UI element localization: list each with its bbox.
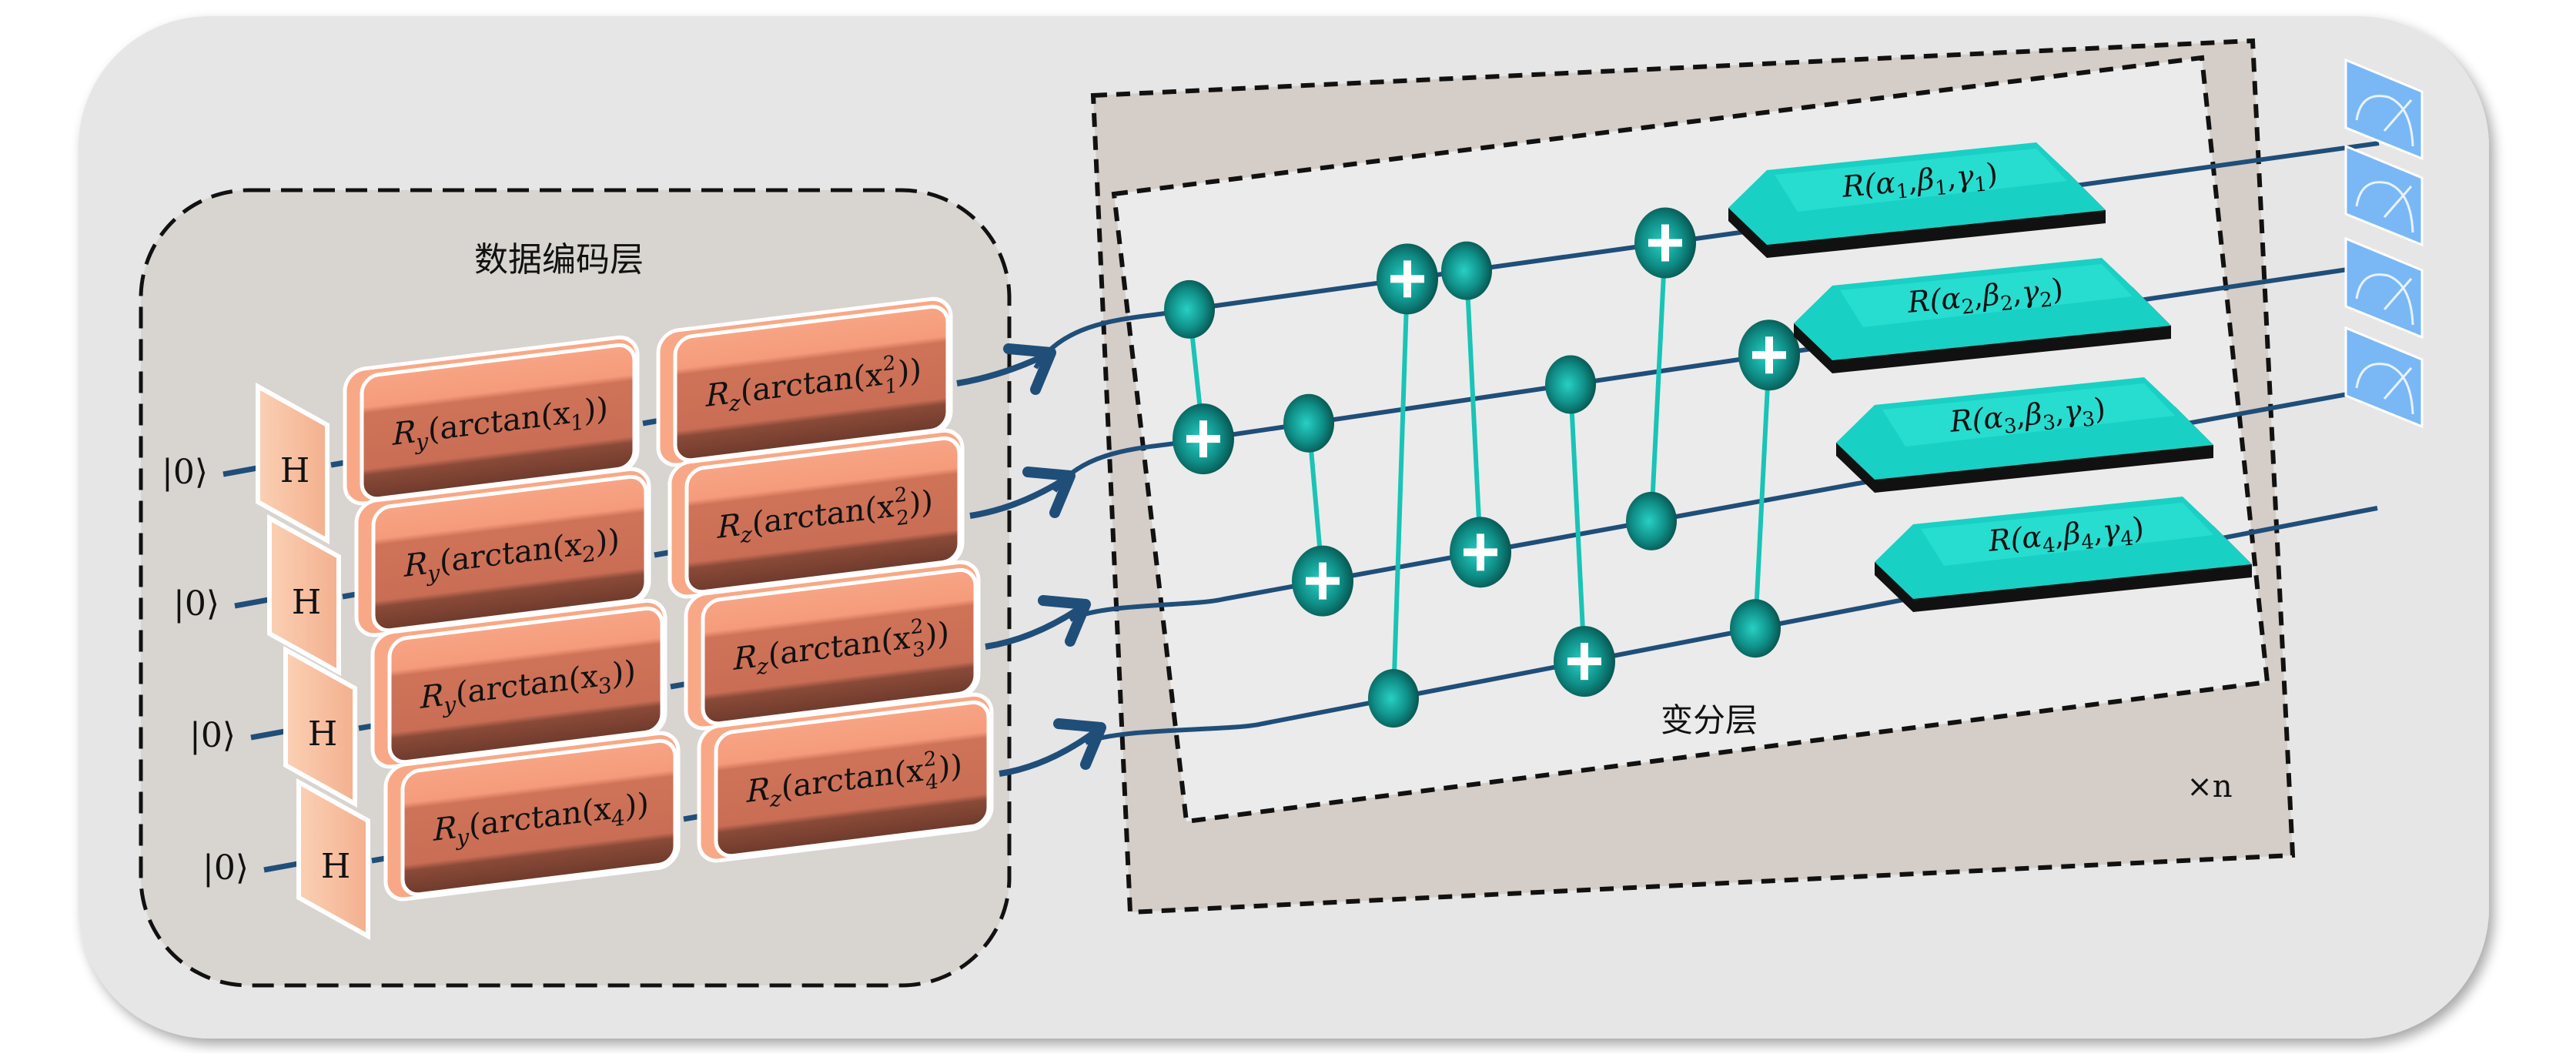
cnot-connector (1464, 270, 1483, 553)
rotation-gate: R(α4,β4,γ4) (1875, 497, 2252, 612)
encoding-row: |0⟩ H Ry(arctan(x4))Rz(arctan(x24)) (202, 692, 994, 941)
measurement-meter (2344, 144, 2424, 247)
encoding-row: |0⟩ H Ry(arctan(x3)) Rz(arctan(x23)) (189, 560, 981, 808)
encoding-row: |0⟩HRy(arctan(x2))Rz(arctan(x22)) (173, 428, 965, 677)
rotation-gate-top (1840, 264, 2133, 327)
hadamard-label: H (321, 847, 350, 886)
cnot-gate (1368, 243, 1438, 728)
control-dot (1730, 599, 1781, 658)
rotation-gate-label: R(α2,β2,γ2) (1905, 272, 2065, 324)
rz-gate: Rz(arctan(x21)) (656, 296, 953, 467)
ry-gate-face (387, 606, 664, 764)
meter-panel (2344, 326, 2424, 429)
measurement-meter-icon (2355, 273, 2414, 326)
cnot-gate (1730, 319, 1800, 658)
cnot-connector (1568, 384, 1587, 662)
meter-panel (2344, 58, 2424, 161)
measurement-meters (2344, 58, 2424, 429)
encoding-layer-title: 数据编码层 (474, 240, 644, 279)
meter-needle (2383, 367, 2413, 400)
meter-panel (2344, 144, 2424, 247)
repeat-label: ×n (2186, 769, 2232, 804)
hadamard-gate (267, 513, 341, 677)
cnot-connector (1391, 279, 1410, 699)
hadamard-label: H (292, 583, 321, 622)
rotation-gate-label: R(α1,β1,γ1) (1840, 156, 1999, 209)
cnot-connector (1649, 243, 1668, 522)
hadamard-label: H (280, 451, 309, 490)
transfer-arrow (956, 350, 1052, 386)
transfer-arrow (999, 724, 1103, 777)
control-dot (1283, 393, 1334, 453)
ry-gate: Ry(arctan(x2)) (354, 467, 651, 637)
measurement-meter-icon (2355, 95, 2414, 147)
rz-gate-face (701, 567, 978, 726)
rz-gate-face (714, 700, 991, 858)
measurement-meter-icon (2355, 181, 2414, 233)
measurement-meter (2344, 236, 2424, 340)
transfer-arrow (985, 601, 1088, 650)
control-dot (1164, 279, 1215, 339)
cnot-gate (1164, 279, 1234, 475)
cnot-connector (1753, 355, 1771, 629)
input-state-label: |0⟩ (202, 848, 249, 888)
meter-needle (2383, 99, 2413, 132)
input-state-label: |0⟩ (173, 584, 219, 624)
rotation-gate: R(α3,β3,γ3) (1836, 377, 2213, 493)
control-dot (1626, 491, 1677, 550)
input-state-label: |0⟩ (162, 453, 208, 492)
cnot-gate (1626, 207, 1696, 550)
ry-gate-face (400, 738, 677, 897)
rotation-gate-top (1775, 149, 2067, 212)
transfer-arrow (969, 473, 1072, 519)
rz-gate: Rz(arctan(x24)) (697, 692, 994, 863)
encoding-row: |0⟩ H Ry(arctan(x1))Rz(arctan(x21)) (162, 296, 953, 545)
rotation-gate-top (1882, 383, 2175, 447)
cnot-gate (1283, 393, 1353, 617)
ry-gate: Ry(arctan(x3)) (370, 598, 667, 769)
hadamard-gate (283, 645, 357, 808)
rotation-gate: R(α2,β2,γ2) (1794, 258, 2171, 373)
rotation-gate-label: R(α3,β3,γ3) (1948, 391, 2107, 443)
cnot-gates (1164, 207, 1800, 728)
rotation-gate: R(α1,β1,γ1) (1728, 142, 2106, 258)
cnot-gate (1441, 241, 1511, 588)
meter-needle (2383, 186, 2413, 218)
measurement-meter-icon (2355, 363, 2414, 415)
variational-layer-title: 变分层 (1661, 701, 1758, 739)
hadamard-gate (256, 382, 330, 545)
arrow-head-icon (1022, 467, 1076, 518)
hadamard-label: H (308, 714, 337, 754)
rz-gate-face (684, 436, 962, 594)
cnot-gate (1545, 355, 1615, 697)
ry-gate-label: Ry(arctan(x3)) (420, 654, 636, 721)
ry-gate: Ry(arctan(x4)) (383, 731, 681, 901)
rotation-gate-top (1921, 503, 2213, 566)
meter-needle (2383, 278, 2413, 310)
control-dot (1545, 355, 1596, 414)
measurement-meter (2344, 58, 2424, 161)
measurement-meter (2344, 326, 2424, 429)
ry-gate: Ry(arctan(x1)) (343, 335, 640, 506)
encoding-gates: |0⟩ H Ry(arctan(x1))Rz(arctan(x21)) |0⟩ H Ry(… (162, 296, 994, 941)
input-state-label: |0⟩ (189, 716, 236, 755)
control-dot (1368, 669, 1419, 728)
arrow-head-icon (1053, 718, 1106, 770)
arrow-head-icon (1038, 595, 1091, 647)
arrow-head-icon (1003, 343, 1056, 395)
rotation-gate-label: R(α4,β4,γ4) (1986, 510, 2146, 563)
rz-gate: Rz(arctan(x23)) (684, 560, 981, 731)
transfer-arrows (956, 343, 1106, 777)
hadamard-gate (296, 778, 370, 941)
rotation-gates: R(α1,β1,γ1) R(α2,β2,γ2) R(α3,β3,γ3) R(α4,β4… (1728, 142, 2252, 612)
meter-panel (2344, 236, 2424, 340)
ry-gate-face (371, 474, 648, 633)
control-dot (1441, 241, 1492, 300)
